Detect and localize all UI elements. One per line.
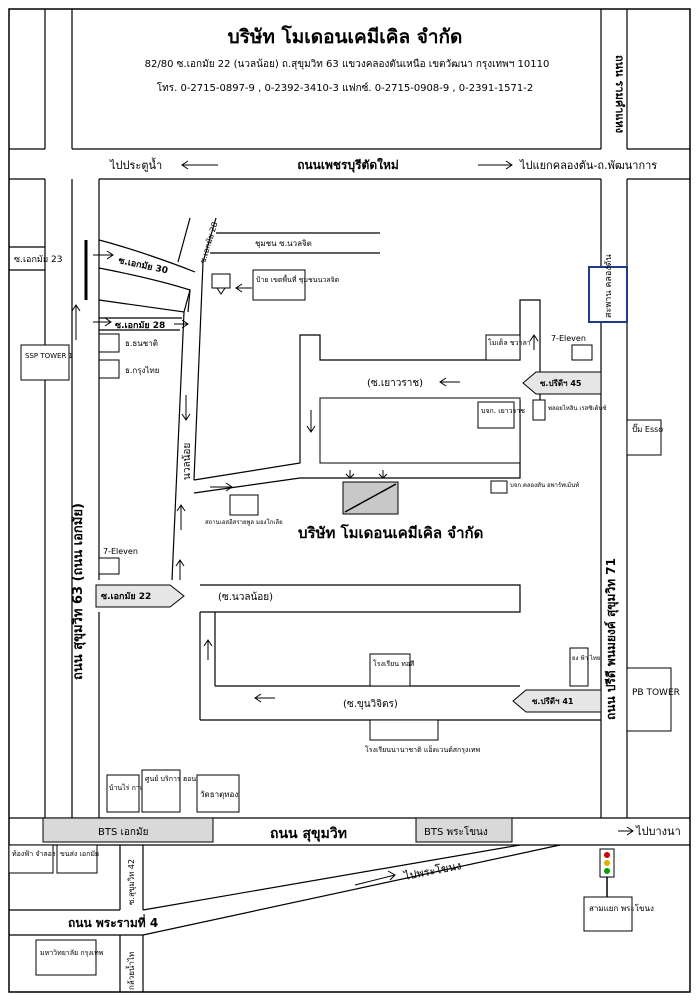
- seven-eleven-right: 7-Eleven: [551, 334, 586, 343]
- esso-station: ปั๊ม Esso: [632, 423, 663, 434]
- traffic-light-icon: [599, 848, 615, 897]
- road-kluaynamthai: กล้วยน้ำไท: [125, 952, 136, 990]
- seven-eleven-left: 7-Eleven: [103, 547, 138, 556]
- gas-station: สถานเอสอีสรายพูล มองโกเลีย: [205, 518, 283, 526]
- company-address: 82/80 ซ.เอกมัย 22 (นวลน้อย) ถ.สุขุมวิท 6…: [145, 58, 550, 70]
- label-to-pratunam: ไปประตูน้ำ: [109, 157, 162, 172]
- apartment: บจก.คลองตัน อพาร์ทเม้นท์: [510, 481, 579, 489]
- label-to-khlongtan: ไปแยกคลองตัน-ถ.พัฒนาการ: [519, 159, 657, 172]
- bank-krungthai: ธ.กรุงไทย: [125, 366, 159, 375]
- soi-sukhumvit42: ซ.สุขุมวิท 42: [127, 859, 136, 905]
- service-center: ศูนย์ บริการ ฮอนด้า: [145, 775, 205, 783]
- road-sukhumvit71: ถนน ปรีดี พนมยงค์ สุขุมวิท 71: [604, 558, 619, 720]
- soi-ekkamai28: ซ.เอกมัย 28: [115, 320, 165, 331]
- soi-nuannoi: (ซ.นวลน้อย): [218, 591, 273, 603]
- soi-pridi45: ซ.ปรีดีฯ 45: [540, 378, 582, 388]
- planetarium: ท้องฟ้า จำลอง: [12, 850, 55, 858]
- soi-ekkamai22: ซ.เอกมัย 22: [101, 591, 151, 602]
- soi-pridi41: ซ.ปรีดีฯ 41: [532, 696, 574, 706]
- bts-ekkamai: [42, 817, 214, 843]
- phrakhanong-junction: สามแยก พระโขนง: [589, 903, 654, 913]
- company-yaowarat: บจก. เยาวราช: [481, 407, 525, 415]
- soi-yaowarat: (ซ.เยาวราช): [367, 378, 423, 389]
- wat-thattong: วัดธาตุทอง: [200, 790, 238, 799]
- soi-ekkamai28-top: ซ.เอกมัย 28: [198, 221, 219, 265]
- ssp-tower: SSP TOWER 1: [25, 352, 73, 360]
- intl-school: โรงเรียนนานาชาติ แอ็ดเวนต์สกรุงเทพ: [365, 745, 480, 754]
- bank-thanachart: ธ.ธนชาติ: [125, 339, 158, 348]
- soi-ekkamai23: ซ.เอกมัย 23: [14, 255, 62, 265]
- bridge-khlongtan: สะพาน คลองตัน: [604, 254, 614, 318]
- school-tosi: โรงเรียน ทอสี: [373, 659, 415, 668]
- company-map-label: บริษัท โมเดอนเคมีเคิล จำกัด: [298, 523, 483, 542]
- label-to-bangna: ไปบางนา: [635, 825, 681, 838]
- bus-terminal: ขนส่ง เอกมัย: [60, 850, 99, 858]
- university: มหาวิทยาลัย กรุงเทพ: [40, 949, 104, 957]
- road-phetchaburi: ถนนเพชรบุรีตัดใหม่: [297, 157, 399, 173]
- cafe: บ้านไร่ กาแฟ: [109, 783, 149, 792]
- road-rama4: ถนน พระรามที่ 4: [68, 914, 158, 930]
- bts-ekkamai-label: BTS เอกมัย: [98, 827, 148, 838]
- pb-tower: PB TOWER: [632, 688, 680, 698]
- community-noanchit: ชุมชน ซ.นวลจิต: [255, 239, 312, 248]
- residence: พลอยไหลิน เรสซิเด้นซ์: [548, 404, 607, 412]
- bus-stop-label: ป้าย เขตพื้นที่ ชุมชนนวลจิต: [256, 273, 340, 284]
- bts-phrakhanong: [415, 817, 513, 843]
- bts-phrakhanong-label: BTS พระโขนง: [424, 825, 488, 838]
- company-contact: โทร. 0-2715-0897-9 , 0-2392-3410-3 แฟกซ์…: [157, 81, 533, 94]
- soi-khunwichit: (ซ.ขุนวิจิตร): [343, 699, 398, 710]
- ngamfah: ยง ฟ้า ไทย: [572, 654, 600, 662]
- hotel: โมเต็ล ชวาลา: [488, 338, 531, 347]
- company-title: บริษัท โมเดอนเคมีเคิล จำกัด: [228, 25, 463, 48]
- road-ramkhamhaeng: ถนน รามคำแหง: [613, 55, 626, 133]
- road-nuannoi: นวลน้อย: [181, 443, 193, 480]
- road-sukhumvit63: ถนน สุขุมวิท 63 (ถนน เอกมัย): [71, 503, 86, 680]
- label-to-phrakhanong: ไปพระโขนง: [402, 858, 462, 883]
- road-sukhumvit: ถนน สุขุมวิท: [270, 826, 347, 842]
